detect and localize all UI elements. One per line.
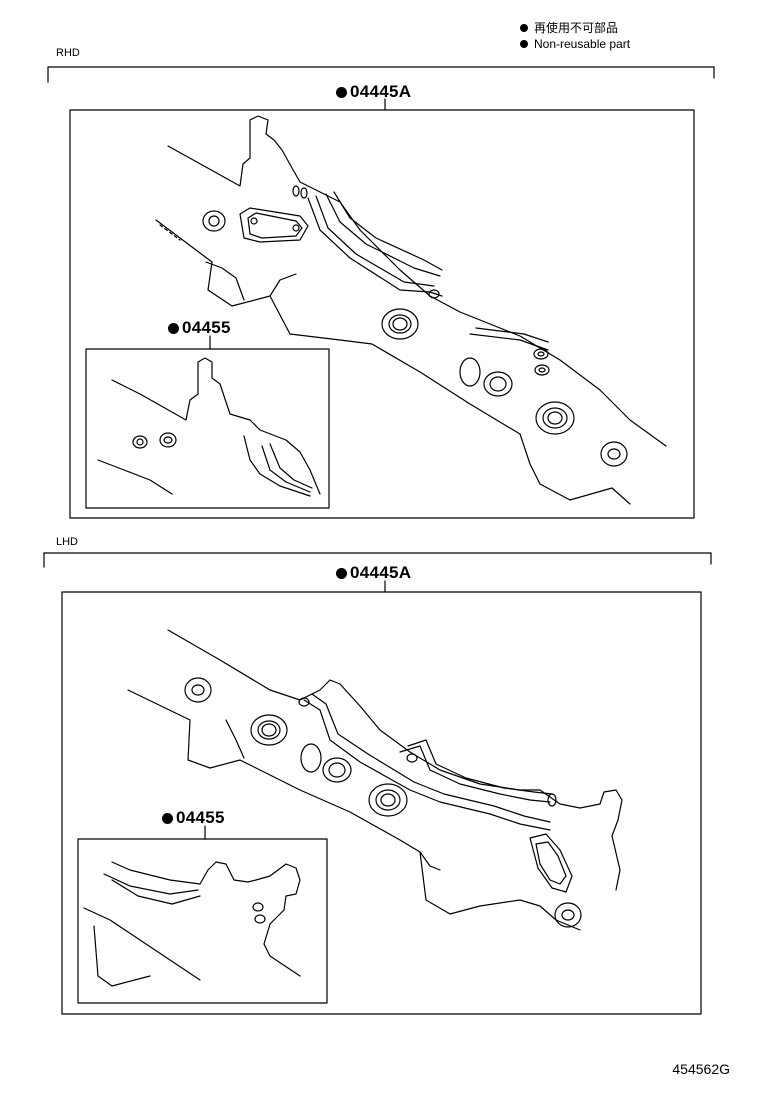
bullet-icon	[520, 40, 528, 48]
lhd-subkit-label: 04455	[162, 808, 225, 828]
non-reusable-bullet-icon	[336, 86, 347, 98]
lhd-kit-frame	[61, 591, 702, 1015]
non-reusable-bullet-icon	[336, 567, 347, 579]
lhd-kit-label: 04445A	[336, 563, 411, 583]
rhd-kit-number: 04445A	[350, 82, 412, 101]
non-reusable-bullet-icon	[168, 322, 179, 334]
lhd-subkit-frame	[77, 838, 328, 1004]
diagram-id: 454562G	[672, 1061, 730, 1077]
legend-row-jp: 再使用不可部品	[520, 20, 630, 36]
legend: 再使用不可部品 Non-reusable part	[520, 20, 630, 52]
rhd-steering-rack-drawing	[155, 115, 667, 505]
rhd-subkit-number: 04455	[182, 318, 231, 337]
bullet-icon	[520, 24, 528, 32]
lhd-subkit-drawing	[83, 861, 301, 987]
lhd-subkit-number: 04455	[176, 808, 225, 827]
rhd-kit-frame	[69, 109, 695, 519]
rhd-kit-label: 04445A	[336, 82, 411, 102]
lhd-section-bracket	[43, 552, 712, 568]
lhd-steering-rack-drawing	[127, 629, 623, 931]
non-reusable-bullet-icon	[162, 812, 173, 824]
lhd-kit-number: 04445A	[350, 563, 412, 582]
rhd-section-label: RHD	[56, 47, 80, 59]
rhd-subkit-label: 04455	[168, 318, 231, 338]
legend-text-jp: 再使用不可部品	[534, 21, 619, 35]
rhd-section-bracket	[47, 66, 715, 83]
rhd-subkit-drawing	[97, 357, 321, 497]
lhd-section-label: LHD	[56, 536, 79, 548]
legend-row-en: Non-reusable part	[520, 36, 630, 52]
legend-text-en: Non-reusable part	[534, 37, 631, 51]
rhd-subkit-frame	[85, 348, 330, 509]
